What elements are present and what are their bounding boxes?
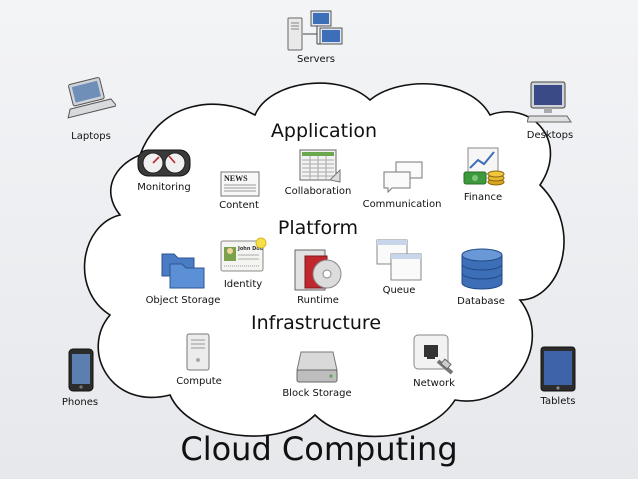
collaboration-label: Collaboration <box>284 186 352 197</box>
queue-label: Queue <box>382 285 416 296</box>
hard-drive-icon <box>296 351 338 383</box>
monitoring-label: Monitoring <box>137 182 191 193</box>
application-heading: Application <box>270 120 378 142</box>
compute-server-icon <box>186 333 210 371</box>
news-text: NEWS <box>224 174 248 183</box>
chat-bubbles-icon <box>383 161 423 194</box>
desktops-label: Desktops <box>526 130 574 141</box>
compute-label: Compute <box>176 376 222 387</box>
infrastructure-heading: Infrastructure <box>250 312 382 334</box>
identity-label: Identity <box>223 279 263 290</box>
servers-label: Servers <box>296 54 336 65</box>
tablets-label: Tablets <box>540 396 576 407</box>
network-label: Network <box>413 378 455 389</box>
object-storage-label: Object Storage <box>145 295 221 306</box>
network-port-icon <box>413 334 454 375</box>
laptop-icon <box>67 77 116 119</box>
phones-label: Phones <box>61 397 99 408</box>
finance-chart-money-icon <box>463 147 505 186</box>
page-title: Cloud Computing <box>180 430 458 468</box>
folders-icon <box>161 253 205 289</box>
id-name-text: John Doe <box>237 246 264 252</box>
finance-label: Finance <box>463 192 503 203</box>
id-card-icon: John Doe <box>220 237 267 272</box>
content-label: Content <box>219 200 259 211</box>
desktop-icon <box>527 81 572 123</box>
runtime-cd-icon <box>294 249 342 291</box>
tablet-icon <box>540 346 576 392</box>
block-storage-label: Block Storage <box>282 388 352 399</box>
database-label: Database <box>457 296 505 307</box>
phone-icon <box>68 348 94 392</box>
communication-label: Communication <box>362 199 442 210</box>
monitoring-gauge-icon <box>137 149 191 177</box>
spreadsheet-icon <box>299 149 341 183</box>
platform-heading: Platform <box>277 217 359 239</box>
database-icon <box>461 248 503 290</box>
queue-windows-icon <box>376 239 422 281</box>
servers-icon <box>287 10 343 51</box>
laptops-label: Laptops <box>71 131 111 142</box>
newspaper-icon: NEWS <box>220 171 260 197</box>
runtime-label: Runtime <box>297 295 339 306</box>
